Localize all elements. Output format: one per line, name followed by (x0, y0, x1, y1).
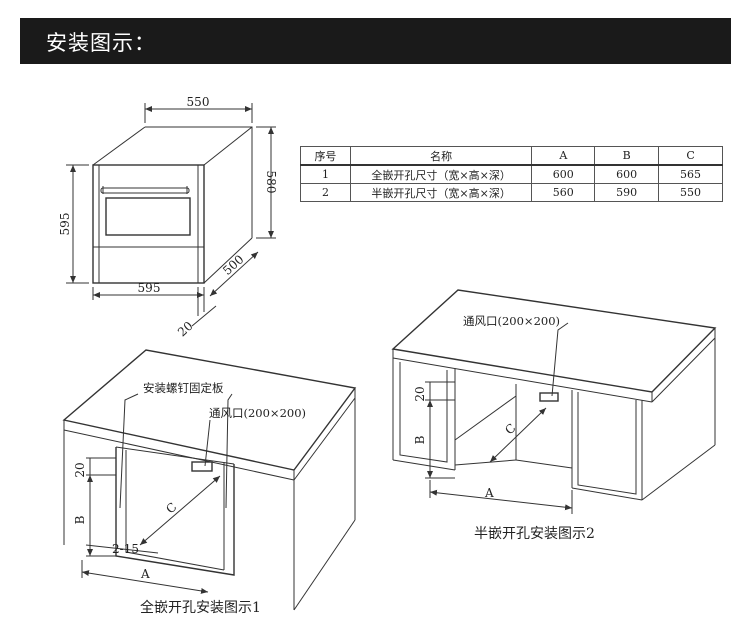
cabinet2-opening-side (454, 395, 517, 441)
dim-label-550: 550 (187, 95, 210, 109)
cabinet2-opening-floor-side (454, 459, 517, 466)
dim-label-595-bottom: 595 (138, 281, 161, 295)
dim-line-20 (191, 305, 217, 327)
dim-line-500 (209, 251, 259, 297)
cabinet2-top-side-lower (651, 337, 716, 403)
leader-line-plate (119, 393, 139, 509)
dim-line-A-fig2 (429, 489, 573, 511)
dim-line-C-fig2 (489, 407, 547, 463)
leader-line-vent (551, 322, 569, 397)
dim-label-B-fig2: B (413, 435, 427, 444)
dim-label-A-fig2: A (484, 486, 494, 500)
cabinet1-top-front-lower (63, 429, 295, 481)
table-row: 2 半嵌开孔尺寸（宽×高×深） 560 590 550 (300, 183, 723, 202)
table-cell: 600 (531, 164, 596, 184)
label-vent-1: 通风口(200×200) (209, 406, 306, 420)
table-header: 序号 (300, 146, 351, 166)
leader-line-vent (204, 419, 211, 467)
dim-line-C-fig1 (139, 475, 221, 546)
oven-front-panel (92, 164, 205, 284)
header-bar: 安装图示： (20, 18, 731, 64)
table-cell: 550 (658, 183, 723, 202)
dim-label-595-left: 595 (58, 213, 72, 236)
table-cell: 590 (594, 183, 660, 202)
dim-label-C-fig1: C (163, 500, 179, 517)
oven-top-left-edge (92, 126, 146, 166)
half-embed-cabinet-diagram: 通风口(200×200) 20 B C A 半嵌开孔安装图示2 (391, 289, 717, 542)
label-mounting-plate: 安装螺钉固定板 (143, 381, 224, 395)
dim-label-B-fig1: B (73, 515, 87, 524)
table-header: B (594, 146, 660, 166)
dim-label-20: 20 (175, 319, 196, 340)
dim-line-A-fig1 (81, 570, 209, 594)
cabinet1-vent (191, 461, 213, 472)
dim-label-20-fig1: 20 (73, 462, 87, 477)
cabinet2-right-base (571, 487, 643, 501)
cabinet2-bottom-side (641, 444, 716, 501)
cabinet1-bottom-side (293, 519, 356, 611)
cabinet2-vent (539, 392, 559, 402)
oven-dimension-drawing: 550 580 595 595 500 20 (58, 95, 278, 339)
oven-handle (100, 187, 190, 194)
table-header: C (658, 146, 723, 166)
oven-top-right-edge (203, 126, 253, 166)
cabinet1-top-side-lower (293, 397, 356, 481)
table-header-row: 序号 名称 A B C (300, 146, 723, 166)
label-vent-2: 通风口(200×200) (463, 314, 560, 328)
caption-fig2: 半嵌开孔安装图示2 (474, 526, 595, 542)
cutout-size-table: 序号 名称 A B C 1 全嵌开孔尺寸（宽×高×深） 600 600 565 … (300, 146, 723, 202)
cabinet2-left-door (399, 362, 448, 463)
page-title: 安装图示： (46, 31, 156, 55)
dim-line-2-15 (85, 544, 159, 554)
caption-fig1: 全嵌开孔安装图示1 (140, 599, 261, 616)
dim-label-580: 580 (264, 171, 278, 194)
leader-line-plate (225, 393, 233, 509)
cabinet2-opening-floor-back (515, 459, 573, 469)
table-cell: 560 (531, 183, 596, 202)
table-header: A (531, 146, 596, 166)
table-cell: 2 (300, 183, 351, 202)
cabinet1-opening-top (115, 446, 235, 465)
dim-label-2-15: 2-15 (112, 542, 139, 556)
cabinet2-left-base (392, 459, 456, 471)
oven-window (105, 197, 191, 236)
full-embed-cabinet-diagram: 安装螺钉固定板 通风口(200×200) 20 B C 2-15 A 全嵌开孔安… (62, 349, 357, 616)
dim-label-A-fig1: A (140, 567, 150, 581)
cabinet1-opening-floor (125, 551, 225, 571)
dim-label-20-fig2: 20 (413, 386, 427, 401)
cabinet2-right-door (577, 392, 637, 495)
cabinet2-top-front-lower (392, 357, 653, 403)
table-cell: 半嵌开孔尺寸（宽×高×深） (349, 183, 533, 202)
dim-label-500: 500 (220, 252, 246, 278)
cabinet1-opening-front (115, 447, 235, 576)
